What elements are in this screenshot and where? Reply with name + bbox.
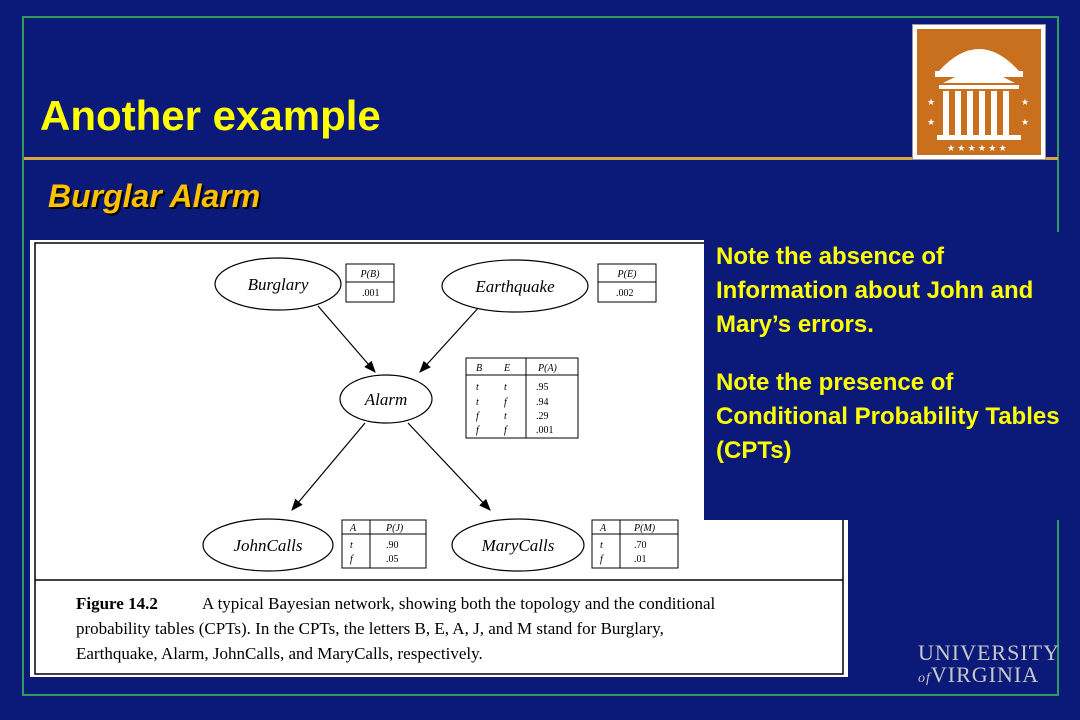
svg-text:A typical Bayesian network, sh: A typical Bayesian network, showing both… <box>202 594 715 613</box>
svg-text:.94: .94 <box>536 397 549 408</box>
wordmark-line1: UNIVERSITY <box>918 640 1060 665</box>
svg-text:.70: .70 <box>634 540 647 551</box>
svg-text:f: f <box>476 425 480 436</box>
cpt-johncalls: A P(J) t .90 f .05 <box>341 519 427 569</box>
svg-text:★: ★ <box>927 117 935 127</box>
svg-text:.01: .01 <box>634 554 647 565</box>
svg-text:.001: .001 <box>536 425 554 436</box>
slide-title: Another example <box>40 92 381 139</box>
svg-text:P(M): P(M) <box>633 523 656 534</box>
svg-text:A: A <box>349 523 357 534</box>
svg-text:.05: .05 <box>386 554 399 565</box>
svg-text:f: f <box>600 554 604 565</box>
node-marycalls: MaryCalls <box>451 518 585 572</box>
notes-box: Note the absence of Information about Jo… <box>704 232 1080 520</box>
node-johncalls: JohnCalls <box>202 518 334 572</box>
svg-text:JohnCalls: JohnCalls <box>234 536 303 555</box>
svg-text:★: ★ <box>927 97 935 107</box>
svg-text:t: t <box>476 397 479 408</box>
title-divider <box>24 157 1058 160</box>
svg-text:Earthquake: Earthquake <box>474 277 555 296</box>
cpt-marycalls: A P(M) t .70 f .01 <box>591 519 679 569</box>
figure-caption: Figure 14.2 A typical Bayesian network, … <box>76 594 715 663</box>
svg-text:.001: .001 <box>362 288 380 299</box>
svg-text:★: ★ <box>1021 117 1029 127</box>
edge-burglary-alarm <box>317 305 376 373</box>
svg-text:.002: .002 <box>616 288 634 299</box>
cpt-alarm: B E P(A) t t .95 t f .94 f t .29 f f .00… <box>465 357 579 439</box>
wordmark-of: of <box>918 671 931 686</box>
svg-text:f: f <box>476 411 480 422</box>
node-earthquake: Earthquake <box>441 259 589 313</box>
svg-text:t: t <box>600 540 603 551</box>
svg-text:Alarm: Alarm <box>364 390 408 409</box>
svg-text:Burglary: Burglary <box>248 275 309 294</box>
svg-text:.90: .90 <box>386 540 399 551</box>
svg-text:.95: .95 <box>536 382 549 393</box>
svg-text:t: t <box>504 382 507 393</box>
svg-text:.29: .29 <box>536 411 549 422</box>
svg-text:probability tables (CPTs). In: probability tables (CPTs). In the CPTs, … <box>76 619 664 638</box>
wordmark-line2: VIRGINIA <box>930 662 1040 687</box>
svg-text:MaryCalls: MaryCalls <box>481 536 555 555</box>
svg-text:P(B): P(B) <box>360 269 381 280</box>
edge-alarm-john <box>291 422 366 511</box>
svg-text:P(E): P(E) <box>617 269 638 280</box>
svg-text:t: t <box>476 382 479 393</box>
node-alarm: Alarm <box>339 374 433 424</box>
cpt-earthquake: P(E) .002 <box>597 263 657 303</box>
node-burglary: Burglary <box>214 257 342 311</box>
svg-text:B: B <box>476 363 482 374</box>
svg-text:P(J): P(J) <box>385 523 404 534</box>
note-absence: Note the absence of Information about Jo… <box>716 243 1034 338</box>
rotunda-logo: ★ ★ ★ ★ ★ ★ ★ ★ ★ ★ <box>912 24 1046 160</box>
svg-text:t: t <box>504 411 507 422</box>
svg-text:Figure 14.2: Figure 14.2 <box>76 594 158 613</box>
svg-text:★ ★ ★ ★ ★ ★: ★ ★ ★ ★ ★ ★ <box>947 143 1007 153</box>
svg-text:E: E <box>503 363 510 374</box>
svg-text:t: t <box>350 540 353 551</box>
note-presence: Note the presence of Conditional Probabi… <box>716 369 1060 464</box>
edge-alarm-mary <box>407 422 491 511</box>
svg-text:★: ★ <box>1021 97 1029 107</box>
svg-text:A: A <box>599 523 607 534</box>
slide-subtitle: Burglar Alarm <box>48 178 261 214</box>
cpt-burglary: P(B) .001 <box>345 263 395 303</box>
university-wordmark: UNIVERSITY ofVIRGINIA <box>918 640 1060 688</box>
svg-text:P(A): P(A) <box>537 363 558 374</box>
edge-earthquake-alarm <box>419 305 481 373</box>
svg-text:f: f <box>350 554 354 565</box>
svg-text:f: f <box>504 425 508 436</box>
svg-text:f: f <box>504 397 508 408</box>
svg-text:Earthquake, Alarm, JohnCalls,: Earthquake, Alarm, JohnCalls, and MaryCa… <box>76 644 483 663</box>
